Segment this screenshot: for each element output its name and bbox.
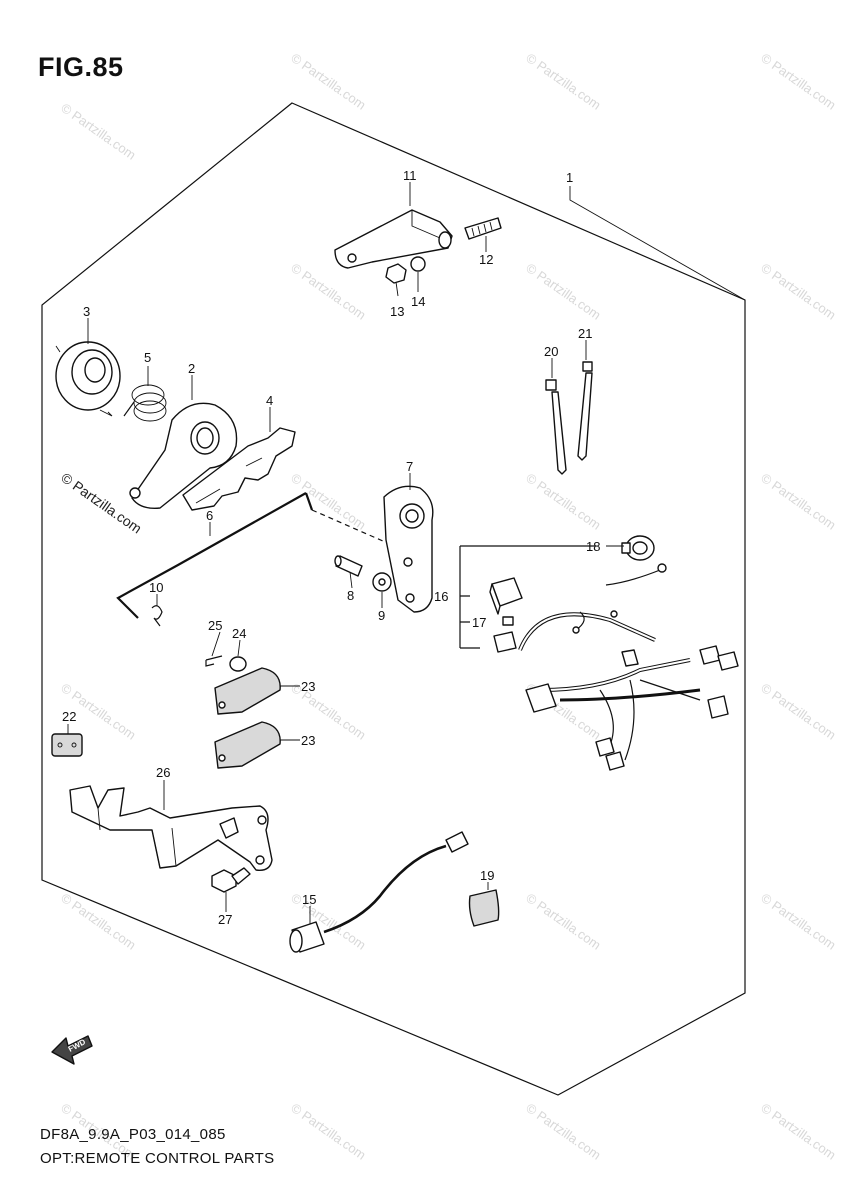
callout-23-upper: 23 <box>301 679 315 694</box>
leader-lines <box>67 182 746 924</box>
part-21-cable-tie <box>577 361 593 461</box>
part-19-grommet <box>468 889 500 927</box>
footer-code: DF8A_9.9A_P03_014_085 <box>40 1126 226 1143</box>
callout-9: 9 <box>378 608 385 623</box>
callout-12: 12 <box>479 252 493 267</box>
callout-17: 17 <box>472 615 486 630</box>
watermark-layer: © Partzilla.com © Partzilla.com © Partzi… <box>58 50 838 1163</box>
watermark-text-dark: © Partzilla.com <box>58 469 144 536</box>
watermark-text: © Partzilla.com <box>758 1100 838 1163</box>
watermark-text: © Partzilla.com <box>523 50 603 113</box>
part-14-washer <box>410 256 426 272</box>
part-27-bolt <box>211 867 251 893</box>
callout-13: 13 <box>390 304 404 319</box>
callout-5: 5 <box>144 350 151 365</box>
part-8-pin <box>334 555 363 577</box>
callout-24: 24 <box>232 626 246 641</box>
watermark-text: © Partzilla.com <box>288 260 368 323</box>
callout-4: 4 <box>266 393 273 408</box>
watermark-text: © Partzilla.com <box>758 50 838 113</box>
part-18-connector <box>605 535 667 586</box>
callout-16: 16 <box>434 589 448 604</box>
part-24-washer <box>229 656 247 672</box>
part-25-pin <box>205 655 223 667</box>
callout-26: 26 <box>156 765 170 780</box>
figure-title: FIG.85 <box>38 52 124 82</box>
callout-19: 19 <box>480 868 494 883</box>
watermark-text: © Partzilla.com <box>758 260 838 323</box>
callout-20: 20 <box>544 344 558 359</box>
part-6-rod <box>116 492 393 619</box>
callout-21: 21 <box>578 326 592 341</box>
part-13-nut <box>385 263 407 284</box>
callout-22: 22 <box>62 709 76 724</box>
callout-14: 14 <box>411 294 425 309</box>
part-11-bracket <box>334 209 453 269</box>
callout-2: 2 <box>188 361 195 376</box>
part-22-pad <box>51 733 83 757</box>
callout-6: 6 <box>206 508 213 523</box>
part-12-stud <box>464 217 502 240</box>
part-20-cable-tie <box>545 379 567 475</box>
part-23-block-lower <box>214 721 281 769</box>
callout-10: 10 <box>149 580 163 595</box>
part-17-connector <box>493 616 517 653</box>
callout-labels: 1 11 12 13 14 3 5 2 4 6 7 8 9 10 20 21 1… <box>62 168 600 927</box>
part-7-lever <box>383 485 434 613</box>
callout-25: 25 <box>208 618 222 633</box>
callout-27: 27 <box>218 912 232 927</box>
watermark-text: © Partzilla.com <box>288 470 368 533</box>
watermark-text: © Partzilla.com <box>523 890 603 953</box>
part-26-bracket <box>69 785 273 871</box>
callout-11: 11 <box>403 168 417 183</box>
watermark-text: © Partzilla.com <box>288 50 368 113</box>
callout-3: 3 <box>83 304 90 319</box>
callout-18: 18 <box>586 539 600 554</box>
part-9-washer <box>372 572 392 592</box>
watermark-text: © Partzilla.com <box>758 680 838 743</box>
part-4-plate <box>182 427 296 511</box>
wiring-harness <box>518 610 739 771</box>
watermark-text: © Partzilla.com <box>758 890 838 953</box>
watermark-text: © Partzilla.com <box>758 470 838 533</box>
watermark-text: © Partzilla.com <box>523 1100 603 1163</box>
part-23-block-upper <box>214 667 281 715</box>
part-15-sensor <box>289 831 469 953</box>
watermark-text: © Partzilla.com <box>58 100 138 163</box>
part-16-relay <box>489 577 523 615</box>
watermark-text: © Partzilla.com <box>523 260 603 323</box>
callout-23-lower: 23 <box>301 733 315 748</box>
watermark-text: © Partzilla.com <box>288 1100 368 1163</box>
part-3-cover <box>55 341 121 417</box>
watermark-text: © Partzilla.com <box>58 890 138 953</box>
watermark-text: © Partzilla.com <box>523 470 603 533</box>
group-bracket <box>459 545 595 649</box>
callout-8: 8 <box>347 588 354 603</box>
part-5-spring <box>123 384 167 422</box>
callout-7: 7 <box>406 459 413 474</box>
footer-caption: OPT:REMOTE CONTROL PARTS <box>40 1150 275 1167</box>
callout-1: 1 <box>566 170 573 185</box>
fwd-arrow-icon: FWD <box>51 1035 93 1065</box>
callout-15: 15 <box>302 892 316 907</box>
part-2-lever <box>129 402 238 509</box>
part-10-clip <box>151 605 163 627</box>
